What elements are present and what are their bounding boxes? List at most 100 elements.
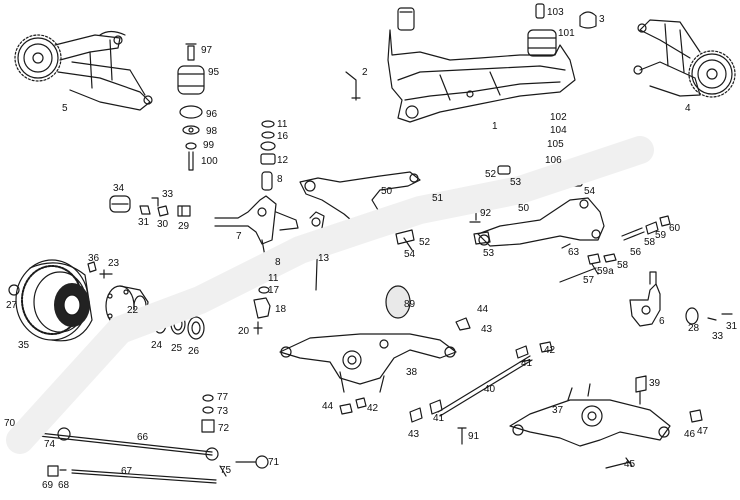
- callout-13: 13: [318, 253, 330, 264]
- callout-33-left: 33: [162, 189, 174, 200]
- callout-20: 20: [238, 326, 250, 337]
- part-2-bolt: [345, 71, 361, 101]
- callout-29: 29: [178, 221, 190, 232]
- callout-26: 26: [188, 346, 200, 357]
- callout-72: 72: [218, 423, 230, 434]
- part-35-brake-drum: [15, 259, 93, 342]
- callout-75: 75: [220, 465, 232, 476]
- part-23: [99, 269, 113, 279]
- callout-97: 97: [201, 45, 213, 56]
- callout-16: 16: [277, 131, 289, 142]
- callout-71: 71: [268, 457, 280, 468]
- callout-60: 60: [669, 223, 681, 234]
- part-75: [219, 465, 227, 477]
- part-97-100-mount-stack: [177, 43, 205, 171]
- callout-77: 77: [217, 392, 229, 403]
- callout-45: 45: [624, 459, 636, 470]
- callout-104: 104: [550, 125, 567, 136]
- part-39: [635, 375, 647, 405]
- callout-31-left: 31: [138, 217, 150, 228]
- part-7-steering-knuckle: [214, 171, 299, 263]
- part-66-tie-rod: [29, 431, 213, 456]
- part-6-knuckle-right: [629, 271, 661, 327]
- callout-38: 38: [406, 367, 418, 378]
- part-5-left-suspension-assembly: [14, 30, 153, 111]
- callout-40: 40: [484, 384, 496, 395]
- part-52a: [489, 185, 499, 197]
- callout-100: 100: [201, 156, 218, 167]
- part-44b-42b: [339, 397, 367, 415]
- callout-41-left: 41: [433, 413, 445, 424]
- part-25: [170, 313, 186, 335]
- part-37-lower-wishbone-right: [509, 383, 671, 447]
- callout-63: 63: [568, 247, 580, 258]
- callout-8-upper: 8: [277, 174, 283, 185]
- callout-11-lower: 11: [268, 273, 279, 284]
- callout-4: 4: [685, 103, 691, 114]
- part-1-crossmember: [387, 7, 576, 123]
- callout-89: 89: [404, 299, 416, 310]
- callout-27: 27: [6, 300, 18, 311]
- callout-7: 7: [236, 231, 242, 242]
- callout-23: 23: [108, 258, 120, 269]
- callout-56: 56: [630, 247, 642, 258]
- part-45-bolt: [605, 457, 633, 469]
- callout-57: 57: [583, 275, 595, 286]
- callout-3: 3: [599, 14, 605, 25]
- part-8-11-17-18-lower-stack: [253, 257, 271, 335]
- part-46-47: [689, 409, 703, 423]
- callout-53-lower: 53: [483, 248, 495, 259]
- part-91: [457, 427, 467, 445]
- part-72-73-77-stack: [201, 394, 215, 433]
- callout-73: 73: [217, 406, 229, 417]
- callout-24: 24: [151, 340, 163, 351]
- callout-54-upper: 54: [584, 186, 596, 197]
- callout-35: 35: [18, 340, 30, 351]
- callout-30: 30: [157, 219, 169, 230]
- callout-36: 36: [88, 253, 100, 264]
- callout-102: 102: [550, 112, 567, 123]
- part-92: [469, 209, 481, 223]
- part-29-34-small-parts: [109, 195, 191, 217]
- callout-18: 18: [275, 304, 287, 315]
- callout-58-lower: 58: [617, 260, 629, 271]
- part-3-bump-stop: [579, 11, 597, 29]
- callout-6: 6: [659, 316, 665, 327]
- part-103: [535, 3, 545, 19]
- callout-66: 66: [137, 432, 149, 443]
- callout-105: 105: [547, 139, 564, 150]
- part-28: [685, 307, 699, 325]
- callout-28: 28: [688, 323, 700, 334]
- part-58b: [603, 253, 617, 263]
- callout-51: 51: [432, 193, 444, 204]
- callout-43-upper: 43: [481, 324, 493, 335]
- part-24: [153, 314, 167, 334]
- part-69-68: [47, 465, 67, 477]
- callout-99: 99: [203, 140, 215, 151]
- callout-1: 1: [492, 121, 498, 132]
- callout-25: 25: [171, 343, 183, 354]
- part-38-lower-wishbone: [279, 333, 457, 393]
- callout-70: 70: [4, 418, 16, 429]
- callout-96: 96: [206, 109, 218, 120]
- callout-17: 17: [268, 285, 280, 296]
- callout-22: 22: [127, 305, 139, 316]
- callout-92: 92: [480, 208, 492, 219]
- callout-52-lower: 52: [419, 237, 431, 248]
- callout-37: 37: [552, 405, 564, 416]
- callout-50-left: 50: [381, 186, 393, 197]
- callout-95: 95: [208, 67, 220, 78]
- part-54a: [569, 177, 583, 187]
- callout-68: 68: [58, 480, 70, 491]
- callout-44-upper: 44: [477, 304, 489, 315]
- part-53a: [497, 165, 511, 175]
- callout-42-right: 42: [544, 345, 556, 356]
- callout-43-lower: 43: [408, 429, 420, 440]
- part-67-rod: [71, 469, 217, 484]
- part-44a-43a: [455, 317, 471, 331]
- part-33b: [707, 317, 717, 321]
- callout-2: 2: [362, 67, 368, 78]
- callout-31-right: 31: [726, 321, 738, 332]
